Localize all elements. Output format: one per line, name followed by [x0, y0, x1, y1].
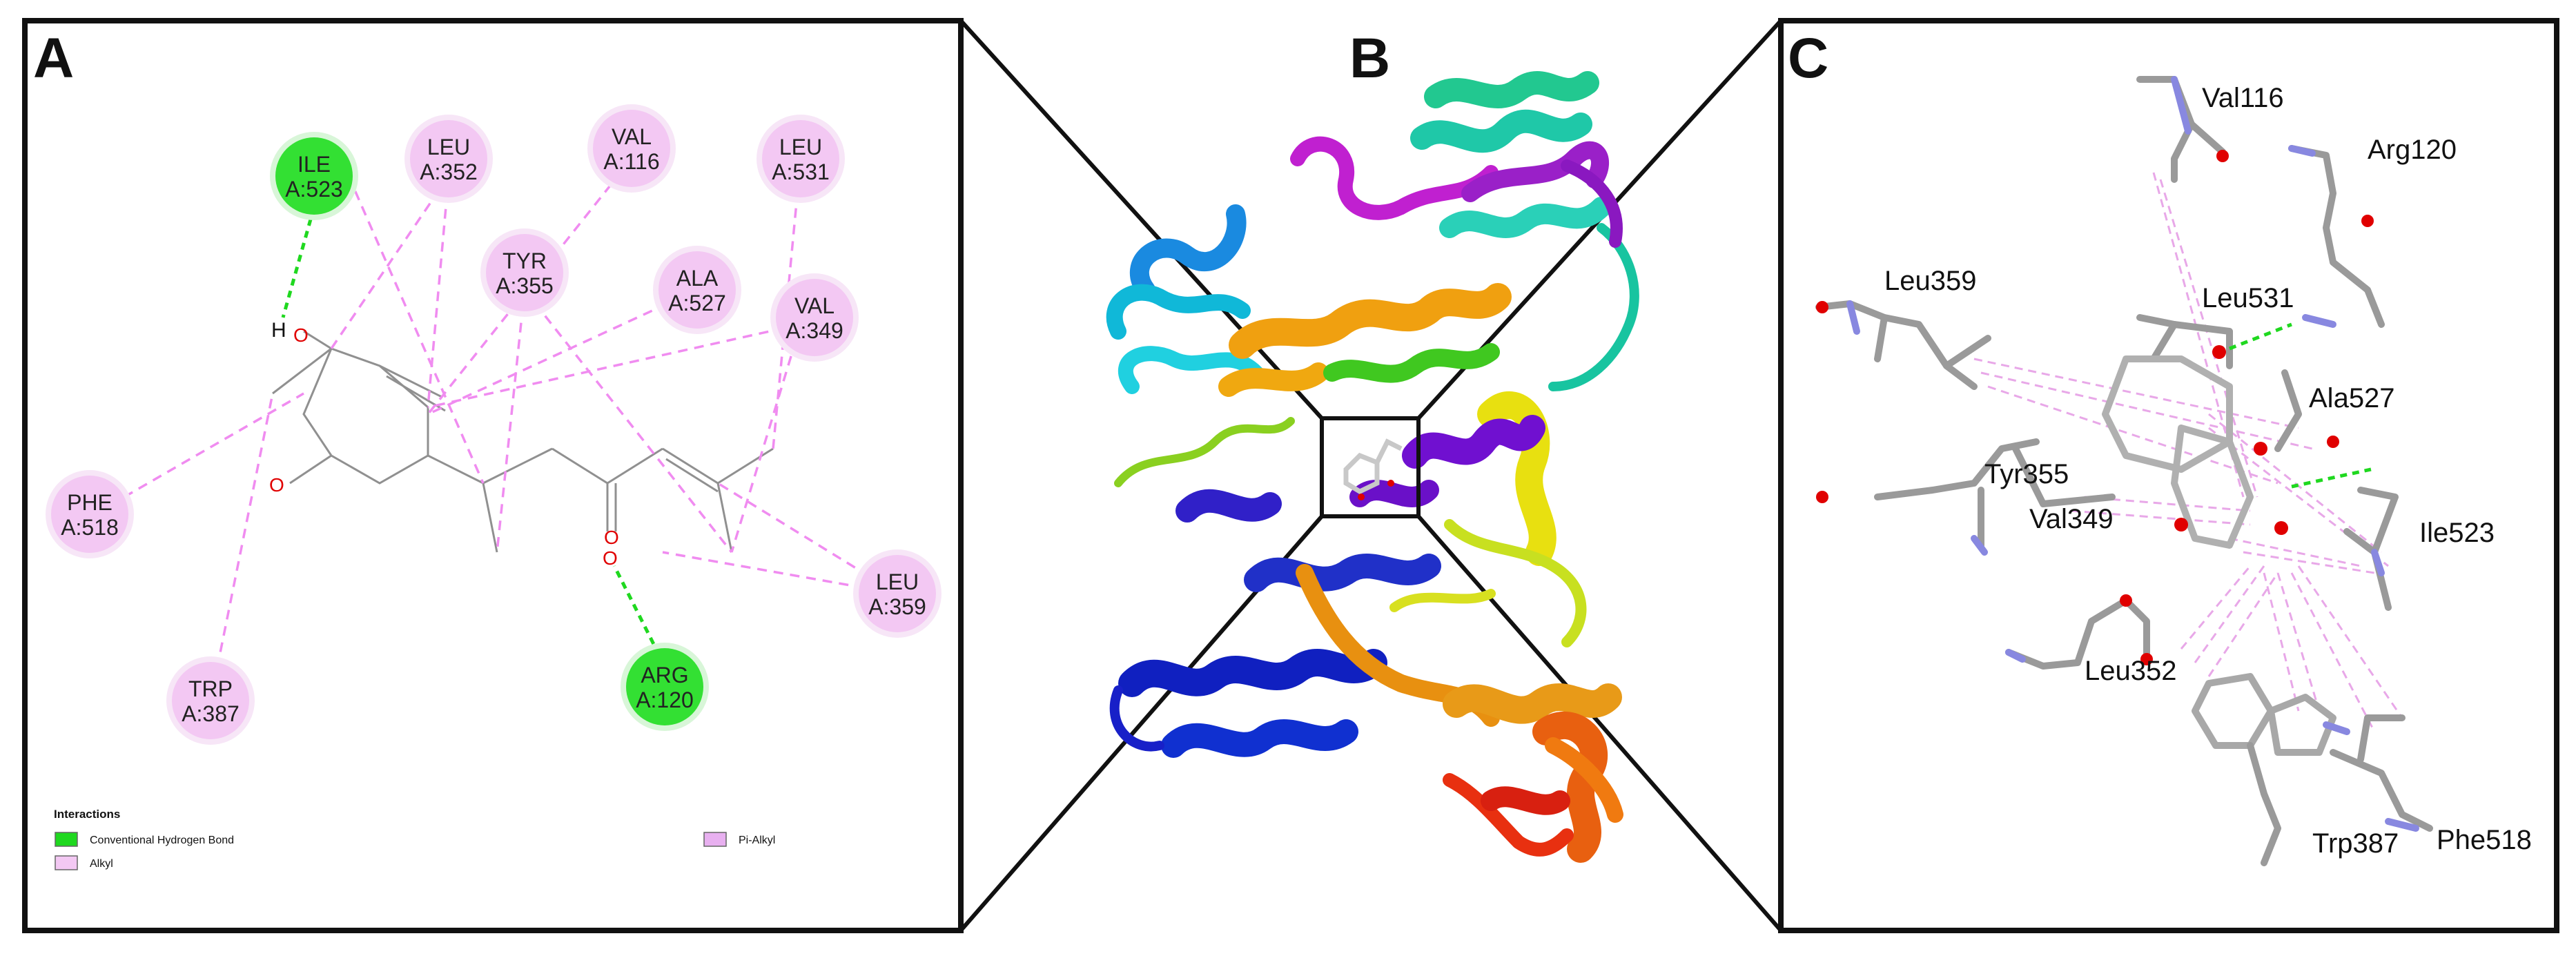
pocket-pi-alkyl-lines: [1973, 172, 2403, 732]
residue-circle: [172, 662, 249, 739]
pocket-label-val349: Val349: [2029, 504, 2114, 534]
residue-code: ARG: [641, 663, 688, 687]
pocket-label-ala527: Ala527: [2309, 383, 2395, 413]
atom-h: H: [271, 319, 286, 342]
residue-code: LEU: [876, 569, 919, 594]
residue-id: A:531: [772, 159, 830, 184]
pocket-label-leu531: Leu531: [2202, 283, 2294, 313]
residue-circle: [762, 120, 839, 197]
residue-circle: [51, 476, 128, 553]
residue-circle: [776, 279, 853, 356]
pocket-label-ile523: Ile523: [2419, 518, 2495, 548]
residue-id: A:349: [786, 318, 843, 343]
pocket-label-trp387: Trp387: [2312, 828, 2399, 859]
zoom-lines: [959, 19, 1783, 932]
panel-c-letter: C: [1788, 27, 1829, 90]
pocket-label-val116: Val116: [2202, 83, 2284, 113]
ligand-stick-b: [1343, 438, 1403, 500]
residue-code: TRP: [188, 676, 233, 701]
atom-o-hydroxyl-top: O: [293, 324, 309, 346]
residue-layer: ILEA:523LEUA:352VALA:116LEUA:531TYRA:355…: [46, 104, 941, 745]
residue-id: A:387: [182, 701, 240, 726]
pocket-atom-tips: [1846, 76, 2419, 832]
panel-c-frame: [1778, 18, 2559, 933]
alkyl-interaction-lines: [124, 157, 898, 701]
legend-swatch-pi-alkyl: [703, 832, 727, 847]
residue-code: VAL: [612, 124, 652, 149]
legend-swatch-hbond: [55, 832, 78, 847]
residue-code: LEU: [779, 135, 822, 159]
pocket-label-leu359: Leu359: [1884, 266, 1976, 296]
pocket-hbond-lines: [2229, 322, 2372, 489]
residue-circle: [859, 555, 936, 632]
pocket-label-layer: Val116Arg120Leu359Leu531Ala527Tyr355Val3…: [1884, 83, 2532, 859]
panel-a-letter: A: [33, 27, 75, 90]
legend-swatch-alkyl: [55, 855, 78, 870]
residue-id: A:523: [285, 177, 343, 202]
legend-label-hbond: Conventional Hydrogen Bond: [90, 835, 234, 846]
ligand-2d-structure: [272, 330, 774, 553]
residue-id: A:352: [420, 159, 478, 184]
residue-circle: [486, 234, 563, 311]
legend-label-alkyl: Alkyl: [90, 858, 113, 870]
atom-o-carbonyl-2: O: [603, 547, 618, 569]
residue-id: A:527: [668, 291, 726, 315]
residue-code: PHE: [67, 490, 113, 515]
residue-circle: [275, 137, 353, 215]
pocket-residue-sticks: [1815, 76, 2433, 866]
interaction-legend: Interactions Conventional Hydrogen Bond …: [54, 808, 775, 870]
pocket-label-phe518: Phe518: [2437, 825, 2532, 855]
residue-code: LEU: [427, 135, 470, 159]
residue-id: A:116: [603, 149, 659, 174]
residue-circle: [593, 110, 670, 187]
pocket-label-arg120: Arg120: [2368, 135, 2457, 165]
residue-code: VAL: [794, 293, 835, 318]
residue-id: A:518: [61, 515, 119, 540]
residue-circle: [658, 251, 736, 329]
pocket-label-tyr355: Tyr355: [1984, 459, 2069, 489]
residue-circle: [410, 120, 487, 197]
legend-label-pi-alkyl: Pi-Alkyl: [739, 835, 775, 846]
residue-code: TYR: [502, 248, 547, 273]
residue-circle: [626, 648, 703, 725]
residue-code: ILE: [297, 152, 331, 177]
panel-b-letter: B: [1349, 27, 1391, 90]
protein-cartoon: [1106, 71, 1639, 863]
residue-code: ALA: [676, 266, 719, 291]
atom-o-hydroxyl-bottom: O: [269, 474, 284, 496]
pocket-label-leu352: Leu352: [2085, 656, 2176, 686]
atom-o-carbonyl: O: [604, 527, 619, 548]
residue-id: A:359: [868, 594, 926, 619]
residue-id: A:120: [636, 687, 694, 712]
pocket-oxygen-atoms: [1816, 150, 2374, 665]
residue-id: A:355: [496, 273, 554, 298]
binding-site-box: [1320, 416, 1421, 518]
legend-title: Interactions: [54, 808, 120, 821]
